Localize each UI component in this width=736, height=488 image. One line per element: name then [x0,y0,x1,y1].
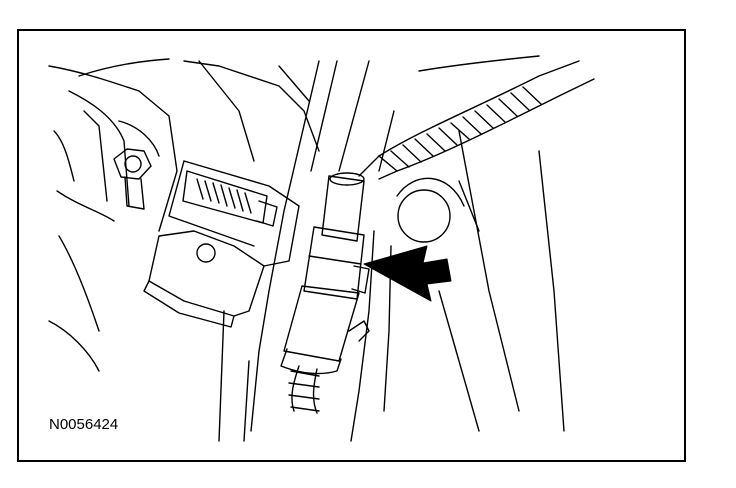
wiring-harness [288,60,595,414]
figure-id: N0056424 [47,416,121,434]
adjuster-slot [182,170,278,227]
pedal-arm [218,60,395,442]
technical-illustration [48,55,595,442]
bolt [113,148,152,210]
bracket [143,160,300,328]
arrow-icon [363,245,452,302]
background-structure [418,55,565,432]
mounting-structure [48,58,320,372]
electrical-connector [280,172,370,375]
stop-bumper [396,177,480,243]
illustration-frame: N0056424 [17,29,686,462]
